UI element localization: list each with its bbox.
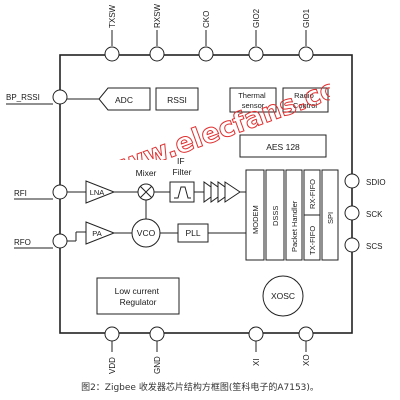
svg-text:IF Filter: IF Filter [173,156,192,177]
svg-text:Thermal sensor: Thermal sensor [238,91,268,110]
pin-label-xo: XO [302,354,311,366]
if-amplifier-chain [203,181,241,203]
pin-label-sdio: SDIO [366,178,386,187]
pin-rfo [52,233,68,249]
tx-fifo-block [303,214,321,261]
dsss-label: DSSS [271,206,280,226]
pin-cko [198,46,214,62]
adc-block [98,87,151,111]
pin-txsw [104,46,120,62]
pin-label-gnd: GND [153,356,162,374]
pin-label-vdd: VDD [108,357,117,374]
pin-scs [344,237,360,253]
regulator-block [96,277,180,315]
tx-fifo-label: TX-FIFO [308,226,317,255]
thermal-label-line1: Thermal [238,91,266,100]
svg-text:Radio Control: Radio Control [293,91,318,110]
pin-label-rxsw: RXSW [153,4,162,28]
if-filter-label-line2: Filter [173,167,192,177]
vco-label: VCO [137,228,156,238]
if-filter-label-line1: IF [177,156,185,166]
mixer-label: Mixer [136,168,157,178]
pin-label-scs: SCS [366,242,382,251]
pin-label-gio1: GIO1 [302,8,311,28]
rssi-block [155,87,199,111]
pa-label: PA [92,229,101,238]
pin-label-txsw: TXSW [108,4,117,28]
pin-rfi [52,184,68,200]
aes-label: AES 128 [266,142,300,152]
modem-block [245,169,265,261]
mixer-cross-icon [140,186,152,198]
pin-sck [344,205,360,221]
figure-caption: 图2：Zigbee 收发器芯片结构方框图(笙科电子的A7153)。 [81,383,319,393]
modem-label: MODEM [251,205,260,234]
pin-gnd [149,326,165,342]
xosc-label: XOSC [271,291,295,301]
svg-text:Low current Regulator: Low current Regulator [115,286,162,307]
packet-handler-block [285,169,303,261]
pin-bp-rssi [52,89,68,105]
aes-block [239,134,327,158]
pin-label-xi: XI [252,358,261,366]
right-pins: SDIO SCK SCS [344,173,386,253]
pin-label-rfo: RFO [14,238,31,247]
bottom-pins: VDD GND XI XO [104,326,314,374]
bandpass-icon [174,186,191,199]
radio-control-block [282,87,329,113]
xosc-block [262,275,304,317]
radio-label-line1: Radio [294,91,314,100]
if-filter-block [169,181,195,203]
pin-label-bp-rssi: BP_RSSI [6,93,40,102]
thermal-label-line2: sensor [242,101,265,110]
spi-label: SPI [326,212,335,224]
pa-block [85,221,116,245]
adc-label: ADC [115,95,133,105]
regulator-label-line1: Low current [115,286,160,296]
lna-label: LNA [90,188,105,197]
rx-fifo-label: RX-FIFO [308,179,317,209]
thermal-sensor-block [229,87,277,113]
pin-label-sck: SCK [366,210,383,219]
left-pins: BP_RSSI RFI RFO [6,89,68,249]
radio-label-line2: Control [293,101,318,110]
rssi-label: RSSI [167,95,187,105]
regulator-label-line2: Regulator [120,297,157,307]
pin-gio1 [298,46,314,62]
pin-label-gio2: GIO2 [252,8,261,28]
pin-gio2 [248,46,264,62]
pin-vdd [104,326,120,342]
spi-block [321,169,339,261]
dsss-block [265,169,285,261]
pin-sdio [344,173,360,189]
pin-label-cko: CKO [202,11,211,28]
top-pins: TXSW RXSW CKO GIO2 GIO1 [104,4,314,62]
lna-block [85,180,116,204]
pin-xo [298,326,314,342]
pin-label-rfi: RFI [14,189,27,198]
pll-label: PLL [185,228,200,238]
pin-xi [248,326,264,342]
pin-rxsw [149,46,165,62]
packet-handler-label: Packet Handler [290,200,299,252]
